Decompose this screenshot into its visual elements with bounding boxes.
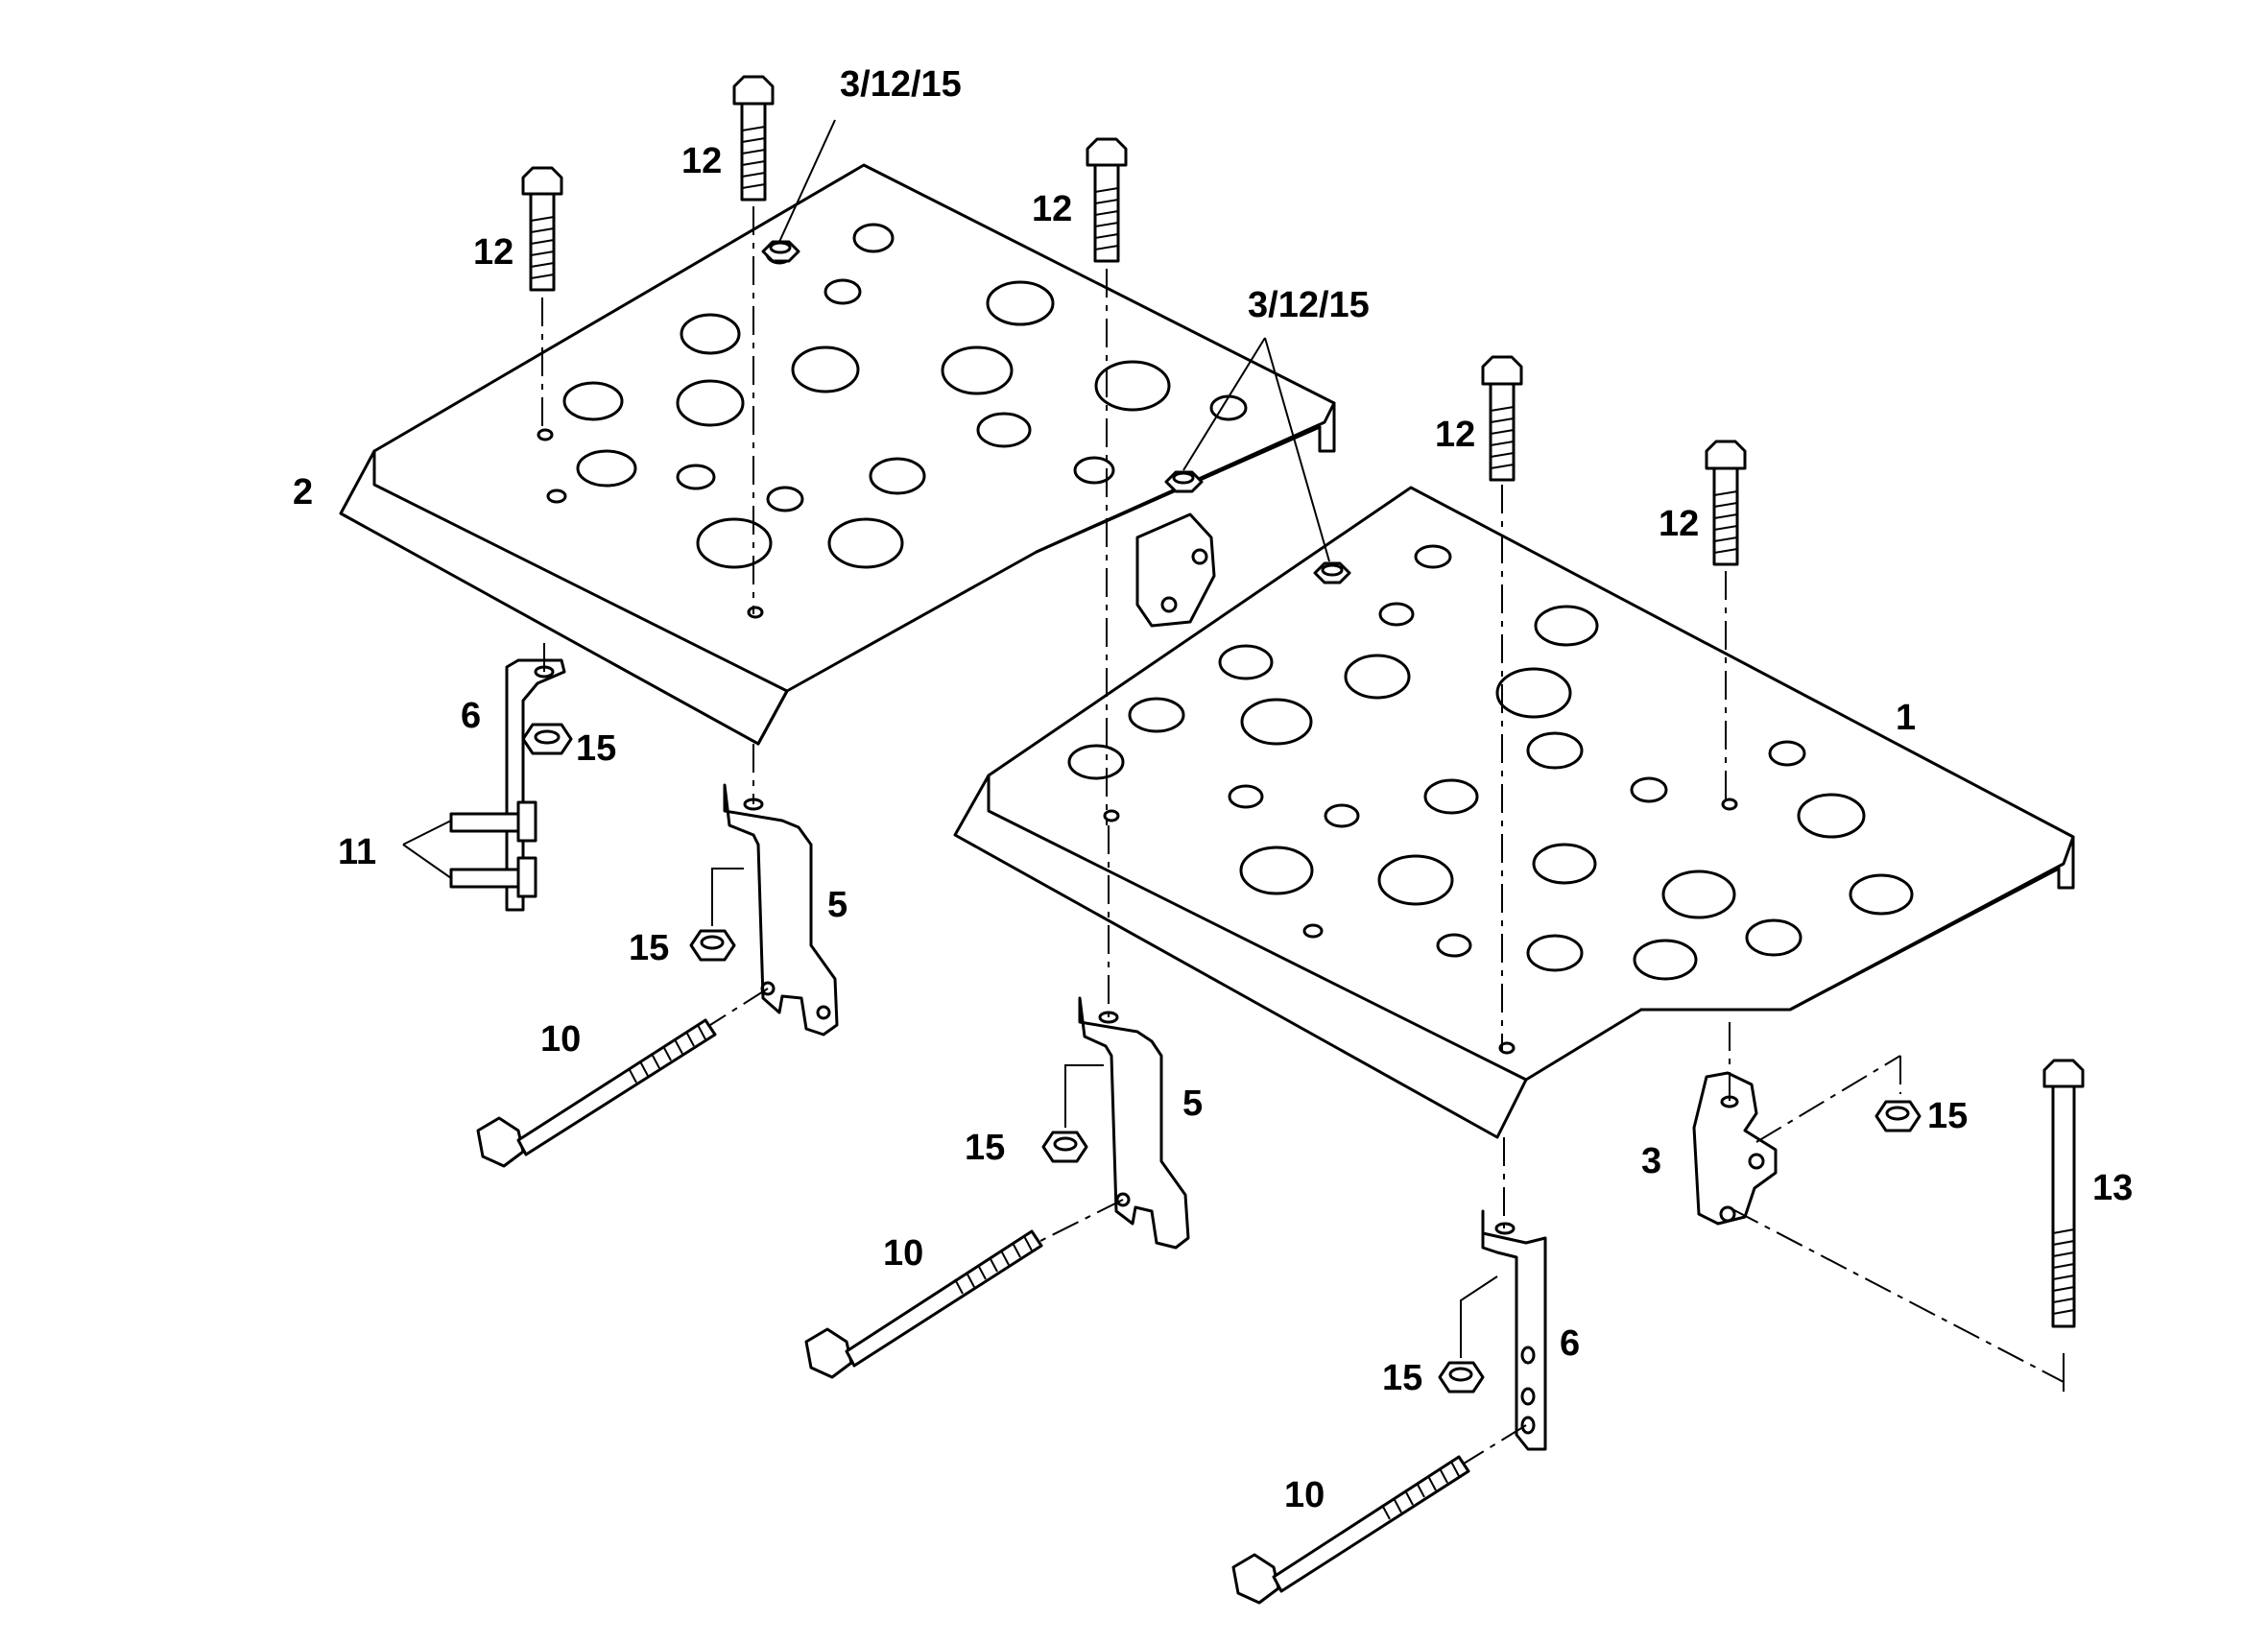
nut-on-plate-left	[761, 240, 800, 263]
callout-labels: 1 2 3 3/12/15 3/12/15 5 5 6 6 10 10 10 1…	[293, 64, 2133, 1515]
label-nut-15-b: 15	[629, 928, 669, 968]
label-bracket-6-right: 6	[1560, 1323, 1580, 1364]
bracket-3	[1692, 1071, 1778, 1226]
nut-15-c	[1041, 1131, 1088, 1163]
label-bracket-5-left: 5	[827, 885, 848, 925]
bracket-6-left	[449, 658, 566, 912]
bolt-13	[2042, 1059, 2085, 1328]
label-plate-1: 1	[1896, 698, 1916, 738]
assembly-axis-lines	[541, 206, 2065, 1465]
label-bolt-13: 13	[2092, 1168, 2133, 1208]
bolt-12-a	[521, 166, 563, 292]
label-bracket-5-mid: 5	[1182, 1084, 1203, 1124]
nut-on-plate-right	[1313, 561, 1351, 584]
bolt-12-d	[1481, 355, 1523, 482]
nut-15-a	[521, 723, 573, 755]
nut-15-d	[1438, 1361, 1485, 1394]
leader-lines	[402, 119, 1330, 879]
label-nut-15-c: 15	[965, 1128, 1005, 1168]
label-3-12-15-right: 3/12/15	[1248, 285, 1370, 325]
label-screws-11: 11	[338, 832, 376, 872]
label-nut-15-e: 15	[1927, 1096, 1968, 1136]
screws-11	[449, 800, 537, 898]
label-3-12-15-left: 3/12/15	[840, 64, 962, 105]
label-bolt-10-mid: 10	[883, 1233, 923, 1274]
bolt-10-left	[476, 1018, 717, 1168]
bolt-12-b	[732, 75, 775, 202]
bolt-10-mid	[804, 1229, 1043, 1379]
label-bracket-3: 3	[1641, 1141, 1661, 1181]
nut-on-plate-mid	[1164, 470, 1204, 493]
label-bolt-12-d: 12	[1435, 415, 1475, 455]
plate-1-holes	[1067, 544, 1914, 1055]
bolt-10-right	[1231, 1455, 1470, 1605]
label-bolt-12-a: 12	[473, 232, 513, 273]
label-nut-15-a: 15	[576, 728, 616, 769]
label-bolt-12-e: 12	[1659, 504, 1699, 544]
bolt-12-e	[1705, 440, 1747, 566]
bracket-3-left-hanging	[1135, 512, 1216, 628]
bolt-12-c	[1086, 137, 1128, 263]
bracket-5-mid	[1078, 996, 1190, 1250]
nut-15-e	[1874, 1100, 1922, 1132]
label-bolt-10-right: 10	[1284, 1475, 1325, 1515]
bracket-6-right	[1481, 1209, 1547, 1451]
label-bolt-12-c: 12	[1032, 189, 1072, 229]
label-bolt-10-left: 10	[540, 1019, 581, 1060]
plate-2-holes	[537, 223, 1248, 619]
label-bracket-6-left: 6	[461, 696, 481, 736]
bracket-5-left	[723, 783, 839, 1036]
plate-2	[339, 163, 1336, 746]
nut-15-b	[689, 929, 736, 962]
label-bolt-12-b: 12	[681, 141, 722, 181]
label-nut-15-d: 15	[1382, 1358, 1422, 1398]
label-plate-2: 2	[293, 472, 313, 512]
plate-1	[953, 486, 2075, 1139]
